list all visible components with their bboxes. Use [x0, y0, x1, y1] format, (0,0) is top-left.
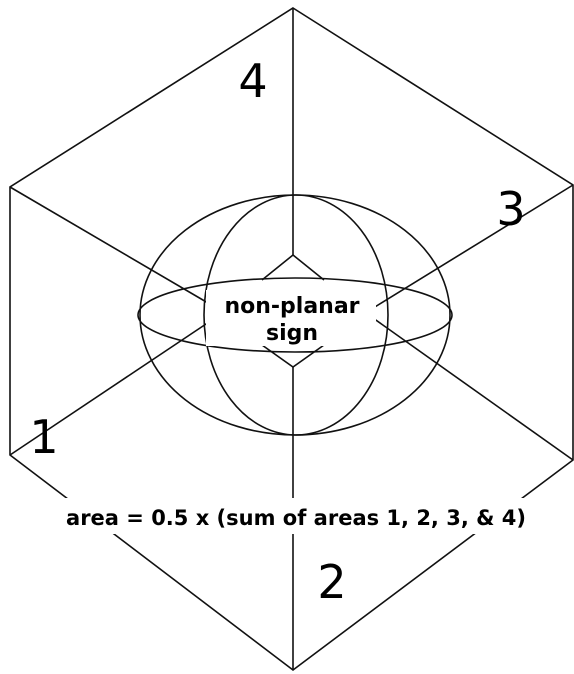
chevron-bottom	[261, 344, 325, 368]
center-label-line1: non-planar	[224, 294, 359, 319]
formula-bg	[40, 498, 552, 534]
center-label-bg	[206, 290, 376, 346]
edge-inner-right	[372, 317, 574, 461]
area-label-1: 1	[29, 410, 58, 464]
sphere-meridian	[203, 194, 389, 436]
area-label-3: 3	[496, 182, 525, 236]
area-formula: area = 0.5 x (sum of areas 1, 2, 3, & 4)	[66, 506, 526, 530]
center-label-line2: sign	[266, 321, 318, 346]
sphere-equator	[137, 277, 453, 353]
area-label-2: 2	[317, 555, 346, 609]
edge-center-left	[9, 186, 221, 311]
chevron-top	[261, 253, 325, 281]
area-label-4: 4	[238, 54, 267, 108]
edge-center-right	[369, 184, 574, 311]
